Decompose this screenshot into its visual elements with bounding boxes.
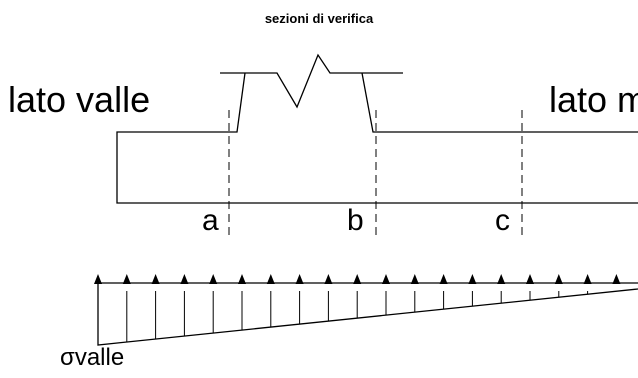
diagram-title: sezioni di verifica bbox=[264, 11, 374, 26]
label-section-a: a bbox=[202, 204, 219, 237]
pressure-arrow-head bbox=[94, 274, 102, 284]
pressure-arrow-head bbox=[180, 274, 189, 284]
label-sigma-valle: σvalle bbox=[60, 344, 125, 371]
pressure-arrow-head bbox=[583, 274, 592, 284]
label-lato-monte: lato m bbox=[549, 79, 638, 120]
pressure-arrow-head bbox=[612, 274, 621, 284]
pressure-arrow-head bbox=[410, 274, 419, 284]
pressure-diagram-outline bbox=[97, 282, 638, 346]
pressure-arrows bbox=[94, 274, 621, 345]
pressure-arrow-head bbox=[238, 274, 246, 284]
pressure-arrow-head bbox=[209, 274, 218, 284]
pressure-arrow-head bbox=[468, 274, 477, 284]
label-section-b: b bbox=[347, 204, 364, 237]
foundation-outline bbox=[116, 53, 638, 204]
pressure-arrow-head bbox=[266, 274, 275, 284]
pressure-arrow-head bbox=[122, 274, 131, 284]
pressure-arrow-head bbox=[526, 274, 534, 284]
pressure-arrow-head bbox=[439, 274, 448, 284]
label-lato-valle: lato valle bbox=[8, 79, 151, 120]
pressure-arrow-head bbox=[554, 274, 563, 284]
pressure-arrow-head bbox=[353, 274, 362, 284]
pressure-arrow-head bbox=[295, 274, 304, 284]
label-section-c: c bbox=[495, 204, 510, 237]
pressure-arrow-head bbox=[497, 274, 506, 284]
pressure-arrow-head bbox=[382, 274, 390, 284]
pressure-arrow-head bbox=[324, 274, 333, 284]
pressure-arrow-head bbox=[151, 274, 160, 284]
